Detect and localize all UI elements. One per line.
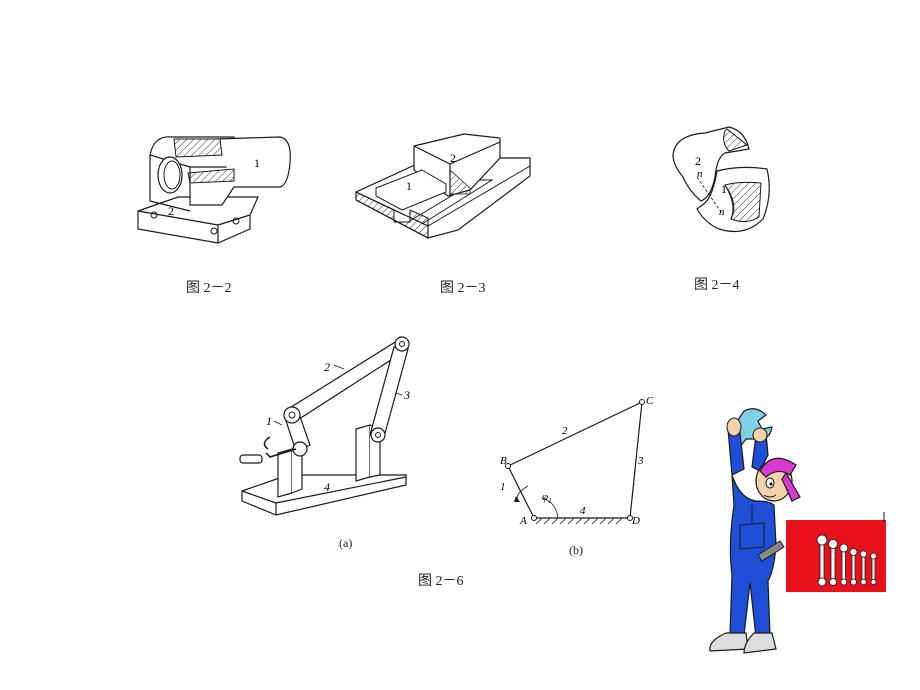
figure-2-2-caption: 图 2－2	[186, 281, 232, 296]
figure-2-4-caption: 图 2－4	[694, 278, 740, 293]
fig24-label-n-lower: n	[719, 206, 725, 218]
fig23-label-2: 2	[450, 151, 456, 165]
fig26b-label-A: A	[519, 515, 527, 527]
fig26b-label-B: B	[500, 455, 507, 467]
toolboard-icon	[786, 512, 886, 592]
figure-2-4-gear-contact-diagram: 2 n 1 n	[672, 126, 770, 232]
mechanic-icon	[709, 408, 801, 654]
fig26a-label-2: 2	[324, 360, 330, 374]
figure-2-6b-linkage-sketch: A B C D 1 2 3 4 φ1	[500, 395, 654, 527]
fig24-label-n-upper: n	[697, 168, 703, 180]
figure-2-2-bearing-diagram: 1 2	[137, 136, 291, 244]
fig26b-label-D: D	[631, 515, 640, 527]
fig22-label-1: 1	[254, 156, 260, 170]
fig26a-label-3: 3	[403, 388, 410, 402]
fig26b-label-link2: 2	[562, 425, 568, 437]
figure-2-3-slider-diagram: 1 2	[355, 133, 531, 239]
fig26b-label-link3: 3	[637, 455, 644, 467]
fig26a-label-4: 4	[324, 480, 330, 494]
figure-2-6b-caption: (b)	[569, 543, 583, 557]
fig24-label-1: 1	[721, 182, 727, 196]
fig24-label-2: 2	[695, 154, 701, 168]
fig23-label-1: 1	[406, 179, 412, 193]
figure-2-6a-caption: (a)	[339, 536, 353, 550]
figure-2-6a-mechanism-model: 1 2 3 4	[239, 336, 410, 516]
figure-2-6-caption: 图 2－6	[418, 574, 464, 589]
fig26b-label-phi: φ1	[542, 491, 552, 505]
fig26b-label-link4: 4	[580, 505, 586, 517]
fig22-label-2: 2	[168, 204, 174, 218]
fig26a-label-1: 1	[266, 414, 272, 428]
fig26b-label-C: C	[646, 395, 654, 407]
figure-2-3-caption: 图 2－3	[440, 281, 486, 296]
fig26b-label-link1: 1	[500, 481, 506, 493]
